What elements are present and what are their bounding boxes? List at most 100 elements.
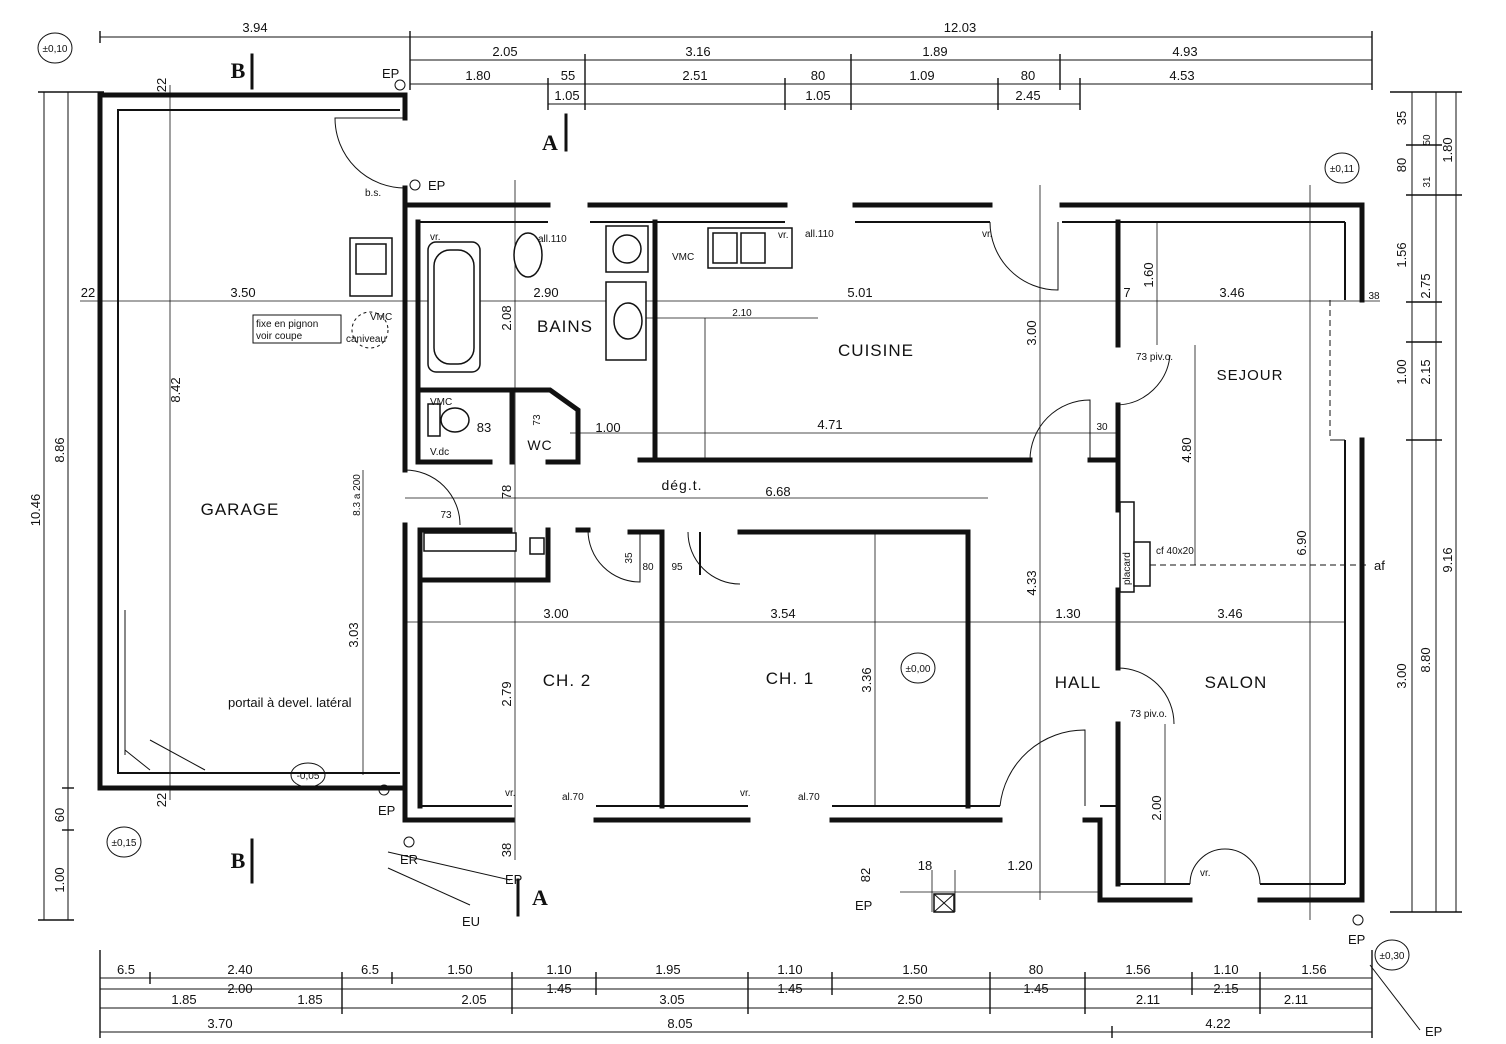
label-vdc: V.dc [430, 447, 449, 458]
dim-bot-145b: 1.45 [777, 981, 802, 996]
dim-garage-303: 3.03 [346, 622, 361, 647]
dim-bot-200: 2.00 [227, 981, 252, 996]
dim-bot-215: 2.15 [1213, 981, 1238, 996]
dim-cuisine-210: 2.10 [732, 308, 752, 319]
annotations: b.s. fixe en pignon voir coupe caniveau … [228, 188, 1385, 879]
label-all110-cuisine: all.110 [805, 229, 834, 240]
dim-82: 82 [858, 868, 873, 882]
dim-right-215: 2.15 [1418, 359, 1433, 384]
label-vmc-wc: VMC [430, 397, 452, 408]
dim-right-916: 9.16 [1440, 547, 1455, 572]
room-degt-label: dég.t. [661, 477, 702, 493]
dim-sejour-160: 1.60 [1141, 262, 1156, 287]
label-piv-sejour: 73 piv.o. [1136, 352, 1173, 363]
room-ch1-label: CH. 1 [766, 669, 814, 688]
room-labels: GARAGE BAINS CUISINE SEJOUR WC dég.t. CH… [201, 317, 1284, 692]
section-a-bottom: A [532, 885, 548, 910]
dim-ch1-width: 3.54 [770, 606, 795, 621]
dim-bot-80: 80 [1029, 962, 1043, 977]
dim-left-60: 60 [52, 808, 67, 822]
dim-bot-195: 1.95 [655, 962, 680, 977]
dim-left-100: 1.00 [52, 867, 67, 892]
dim-top-1203: 12.03 [944, 20, 977, 35]
room-bains-label: BAINS [537, 317, 593, 336]
door-swings [124, 117, 1345, 885]
dim-top-316: 3.16 [685, 44, 710, 59]
dim-right-50: 50 [1422, 134, 1433, 146]
dim-bot-110a: 1.10 [546, 962, 571, 977]
label-fixe-pignon: fixe en pignon [256, 319, 318, 330]
label-al70-ch2: al.70 [562, 792, 584, 803]
label-ep-bottom: EP [505, 872, 522, 887]
label-al70-ch1: al.70 [798, 792, 820, 803]
label-ep-mid: EP [428, 178, 445, 193]
level-right: ±0,11 [1330, 164, 1355, 175]
label-caniveau: caniveau [346, 334, 386, 345]
dim-bot-185b: 1.85 [297, 992, 322, 1007]
dim-wc-78: 78 [499, 485, 514, 499]
room-ch2-label: CH. 2 [543, 671, 591, 690]
label-voir-coupe: voir coupe [256, 331, 303, 342]
dim-top-105b: 1.05 [805, 88, 830, 103]
dim-ch2-height: 2.79 [499, 681, 514, 706]
label-ep-left: EP [378, 803, 395, 818]
dim-top-55: 55 [561, 68, 575, 83]
dim-wc-83: 83 [477, 420, 491, 435]
top-dimension-lines: 3.94 12.03 2.05 3.16 1.89 4.93 1.80 55 2… [99, 20, 1373, 110]
dim-bot-110c: 1.10 [1213, 962, 1238, 977]
dim-cuisine-height: 3.00 [1024, 320, 1039, 345]
dim-hall-height: 4.33 [1024, 570, 1039, 595]
label-cf: cf 40x20 [1156, 546, 1194, 557]
room-hall-label: HALL [1055, 673, 1102, 692]
dim-30: 30 [1096, 422, 1108, 433]
dim-bot-805: 8.05 [667, 1016, 692, 1031]
dim-right-156: 1.56 [1394, 242, 1409, 267]
dim-garage-height: 8.42 [168, 377, 183, 402]
label-vr-bains: vr. [430, 232, 441, 243]
dim-bot-250: 2.50 [897, 992, 922, 1007]
label-vmc-garage: VMC [370, 312, 392, 323]
room-sejour-label: SEJOUR [1217, 367, 1284, 384]
label-vr-salon: vr. [1200, 868, 1211, 879]
dim-garage-83: 8.3 a 200 [352, 474, 363, 516]
room-cuisine-label: CUISINE [838, 341, 914, 360]
label-ep-right-bottom: EP [855, 898, 872, 913]
room-wc-label: WC [527, 437, 552, 453]
dim-18: 18 [918, 858, 932, 873]
dim-sejour-480: 4.80 [1179, 437, 1194, 462]
dim-wc-100: 1.00 [595, 420, 620, 435]
dim-bot-305: 3.05 [659, 992, 684, 1007]
bottom-dimension-lines: 6.5 2.40 6.5 1.50 1.10 1.95 1.10 1.50 80… [99, 950, 1373, 1038]
axis-lines [80, 85, 1380, 920]
dim-garage-22a: 22 [81, 285, 95, 300]
dim-bot-211a: 2.11 [1136, 992, 1160, 1007]
dim-bains-width: 2.90 [533, 285, 558, 300]
dim-top-394: 3.94 [242, 20, 267, 35]
label-piv-salon: 73 piv.o. [1130, 709, 1167, 720]
dim-ch1-height: 3.36 [859, 667, 874, 692]
section-b-bottom: B [231, 848, 246, 873]
dim-right-300: 3.00 [1394, 663, 1409, 688]
level-garage-door: -0,05 [297, 771, 320, 782]
dim-cuisine-471: 4.71 [817, 417, 842, 432]
dim-salon-width: 3.46 [1217, 606, 1242, 621]
dim-right-880: 8.80 [1418, 647, 1433, 672]
dim-120: 1.20 [1007, 858, 1032, 873]
label-placard: placard [1122, 552, 1133, 585]
dim-right-275: 2.75 [1418, 273, 1433, 298]
dim-garage-width: 3.50 [230, 285, 255, 300]
dim-sejour-width: 3.46 [1219, 285, 1244, 300]
dim-garage-22b: 22 [154, 78, 169, 92]
fixtures [349, 225, 1151, 913]
dim-bot-370: 3.70 [207, 1016, 232, 1031]
dim-ch2-width: 3.00 [543, 606, 568, 621]
dim-bains-height: 2.08 [499, 305, 514, 330]
dim-right-31: 31 [1422, 176, 1433, 188]
label-af: af [1374, 558, 1385, 573]
label-vr-cuisine2: vr. [982, 229, 993, 240]
dim-hall-width: 1.30 [1055, 606, 1080, 621]
dim-left-1046: 10.46 [28, 494, 43, 527]
label-er: ER [400, 852, 418, 867]
dim-bot-422: 4.22 [1205, 1016, 1230, 1031]
